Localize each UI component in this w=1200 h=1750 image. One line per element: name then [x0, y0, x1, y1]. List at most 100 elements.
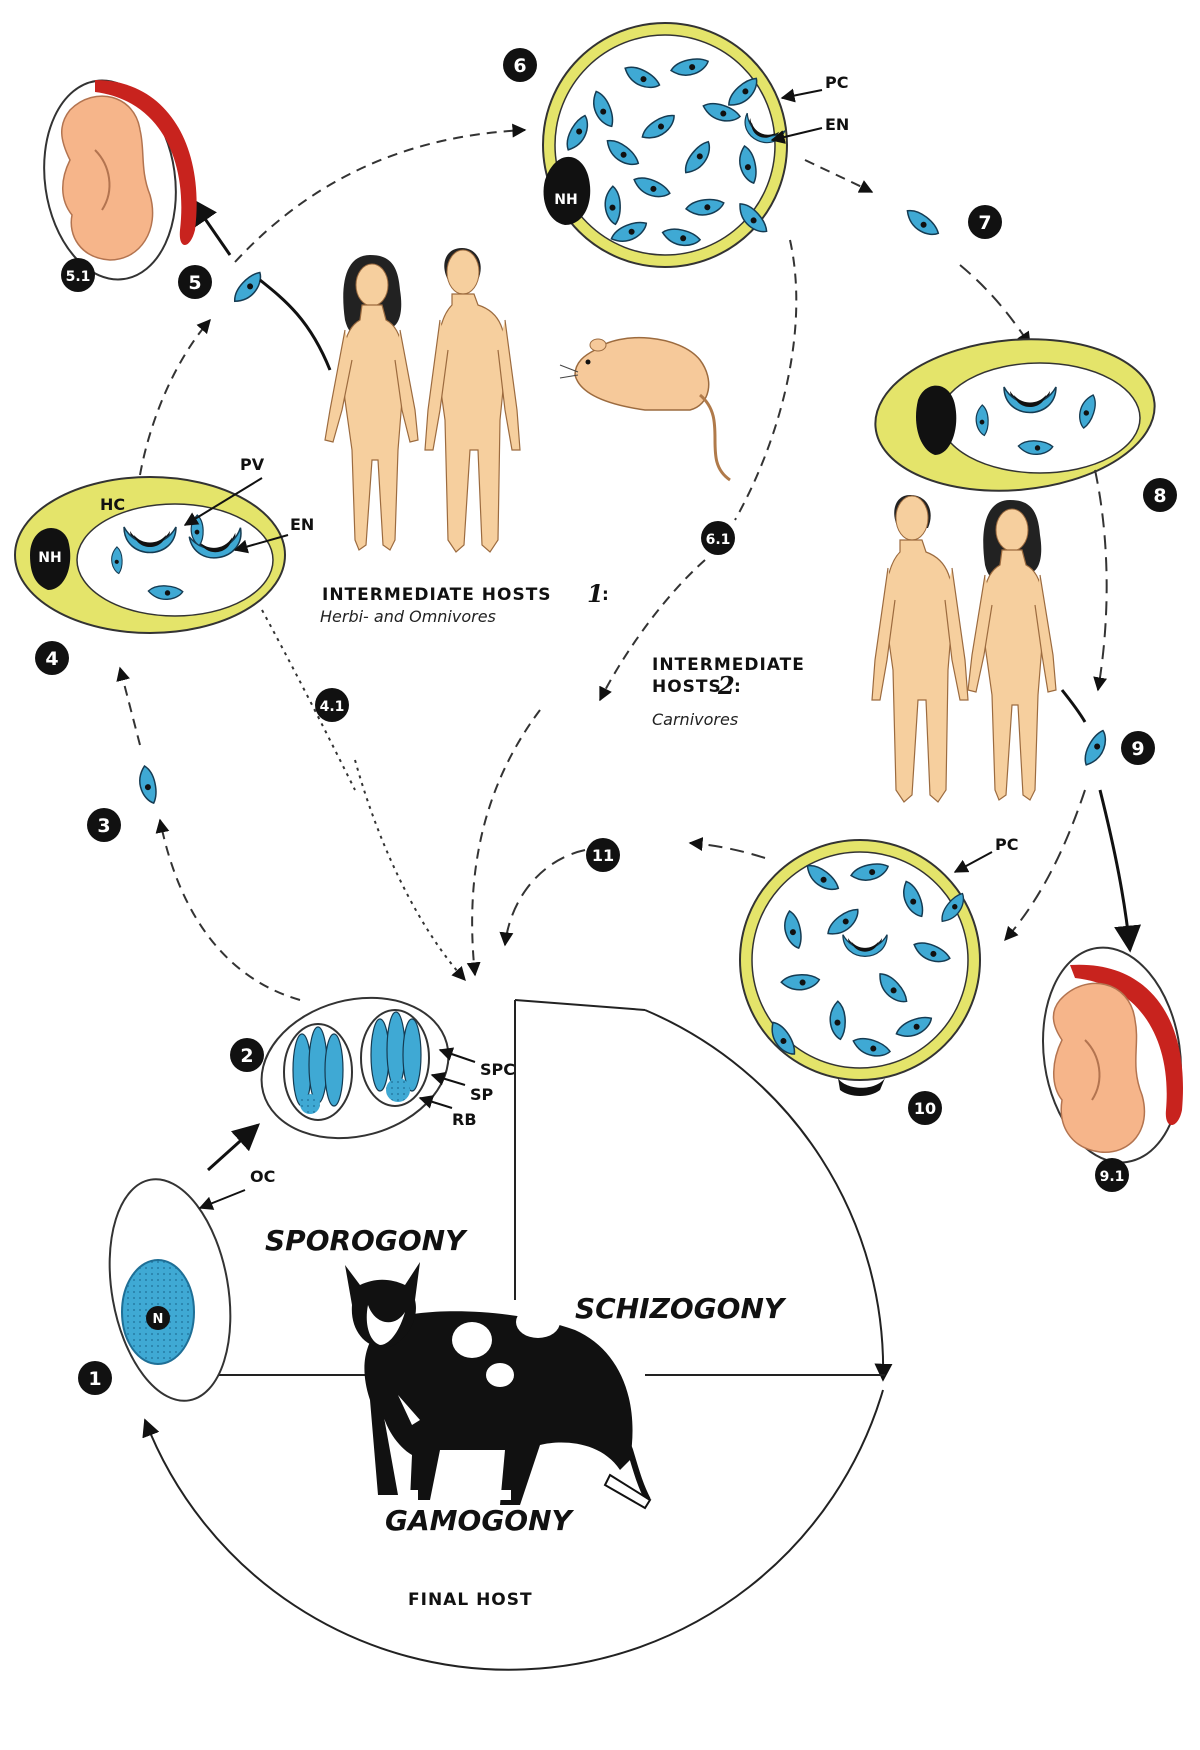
svg-text:5: 5 [188, 272, 201, 294]
arrow-5-to-fetus [190, 197, 232, 256]
arrow-10-to-11 [688, 837, 766, 859]
svg-text:5.1: 5.1 [66, 269, 91, 285]
svg-text:6: 6 [513, 55, 526, 77]
hosts1-colon: : [602, 585, 610, 605]
hosts1-title: INTERMEDIATE HOSTS [322, 585, 552, 605]
phase-gamogony: GAMOGONY [385, 1504, 575, 1537]
arrow-3-to-4 [116, 666, 141, 746]
hosts1-subtitle: Herbi- and Omnivores [320, 607, 496, 626]
stage-badge-9-1: 9.1 [1095, 1158, 1129, 1192]
pv-pointer [183, 477, 263, 526]
stage-badge-8: 8 [1143, 478, 1177, 512]
arrow-5-to-6 [234, 123, 527, 263]
pc-right-pointer [953, 851, 993, 873]
en-top-pointer [770, 127, 823, 144]
oc-label: OC [250, 1167, 275, 1186]
arrow-4-1-to-final [354, 759, 466, 982]
tissue-cyst-icon [739, 839, 981, 1096]
arrow-1-to-2 [206, 1123, 261, 1172]
svg-text:4.1: 4.1 [320, 699, 345, 715]
tissue-cyst-icon [542, 22, 788, 268]
en-top-label: EN [825, 115, 849, 134]
rb-pointer [418, 1095, 453, 1109]
arrow-9-to-10 [1004, 789, 1086, 942]
rb-label: RB [452, 1110, 477, 1129]
cycle-arc-lower [142, 1389, 884, 1671]
pv-label: PV [240, 455, 265, 474]
line-hosts1-to-5 [259, 278, 332, 371]
tachyzoite-icon [133, 763, 163, 807]
human-female-icon [324, 255, 419, 551]
svg-text:3: 3 [97, 815, 110, 837]
stage-badge-6-1: 6.1 [701, 521, 735, 555]
fetus-icon [1042, 946, 1184, 1164]
svg-text:8: 8 [1153, 485, 1166, 507]
nucleus-label: N [153, 1312, 164, 1327]
line-hosts2-to-9 [1060, 689, 1087, 723]
arrow-2-to-3 [155, 818, 301, 1001]
arrow-9-to-fetus [1098, 789, 1142, 953]
cycle-divider-top [514, 999, 646, 1011]
en-left-pointer [233, 534, 289, 554]
hosts2-title-line2: HOSTS [652, 677, 722, 697]
human-male-icon [871, 495, 969, 803]
arrow-4-to-5 [139, 318, 211, 476]
oc-pointer [198, 1189, 246, 1210]
stage-badge-1: 1 [78, 1361, 112, 1395]
nh-top-label: NH [554, 192, 577, 208]
svg-text:6.1: 6.1 [706, 532, 731, 548]
stage-badge-11: 11 [586, 838, 620, 872]
pc-top-label: PC [825, 73, 848, 92]
stage-badge-5-1: 5.1 [61, 258, 95, 292]
cycle-arc-upper [644, 1009, 893, 1382]
arrow-6-1-upper [734, 239, 798, 521]
pc-top-pointer [780, 88, 823, 103]
human-male-icon [424, 248, 521, 553]
svg-text:10: 10 [914, 1099, 936, 1118]
arrow-6-1-middle [599, 559, 706, 702]
sporulated-oocyst-icon [260, 996, 450, 1140]
stage-badge-7: 7 [968, 205, 1002, 239]
stage-badge-4-1: 4.1 [315, 688, 349, 722]
final-host-label: FINAL HOST [408, 1590, 533, 1610]
sp-pointer [430, 1071, 466, 1086]
final-host-cycle [142, 999, 893, 1671]
mouse-icon [559, 336, 731, 482]
human-female-icon [967, 500, 1057, 801]
hc-label: HC [100, 495, 125, 514]
fetus-icon [43, 79, 197, 281]
hosts2-subtitle: Carnivores [652, 710, 738, 729]
svg-text:9.1: 9.1 [1100, 1169, 1125, 1185]
host-cell-icon [874, 338, 1156, 492]
phase-schizogony: SCHIZOGONY [575, 1292, 787, 1325]
stage-badge-4: 4 [35, 641, 69, 675]
hosts2-title-line1: INTERMEDIATE [652, 655, 805, 675]
hosts2-colon: : [734, 677, 742, 697]
sp-label: SP [470, 1085, 494, 1104]
pc-right-label: PC [995, 835, 1018, 854]
svg-text:9: 9 [1131, 738, 1144, 760]
nh-left-label: NH [38, 550, 61, 566]
stage-badge-3: 3 [87, 808, 121, 842]
spc-label: SPC [480, 1060, 515, 1079]
arrow-6-1-to-final [466, 709, 541, 977]
arrow-11-to-final [499, 849, 586, 947]
tachyzoite-icon [901, 206, 944, 241]
cat-icon [345, 1262, 652, 1510]
stage-badge-9: 9 [1121, 731, 1155, 765]
stage-badge-6: 6 [503, 48, 537, 82]
tachyzoite-icon [1081, 726, 1111, 770]
svg-text:11: 11 [592, 846, 614, 865]
svg-text:7: 7 [978, 212, 991, 234]
svg-text:2: 2 [240, 1045, 253, 1067]
host-cell-parasitophorous-vacuole-icon [14, 476, 286, 634]
hosts2-number: 2 [717, 671, 735, 700]
arrow-6-to-7 [804, 159, 874, 193]
hosts1-number: 1 [587, 579, 604, 608]
en-left-label: EN [290, 515, 314, 534]
svg-text:1: 1 [88, 1368, 101, 1390]
stage-badge-10: 10 [908, 1091, 942, 1125]
svg-text:4: 4 [45, 648, 58, 670]
